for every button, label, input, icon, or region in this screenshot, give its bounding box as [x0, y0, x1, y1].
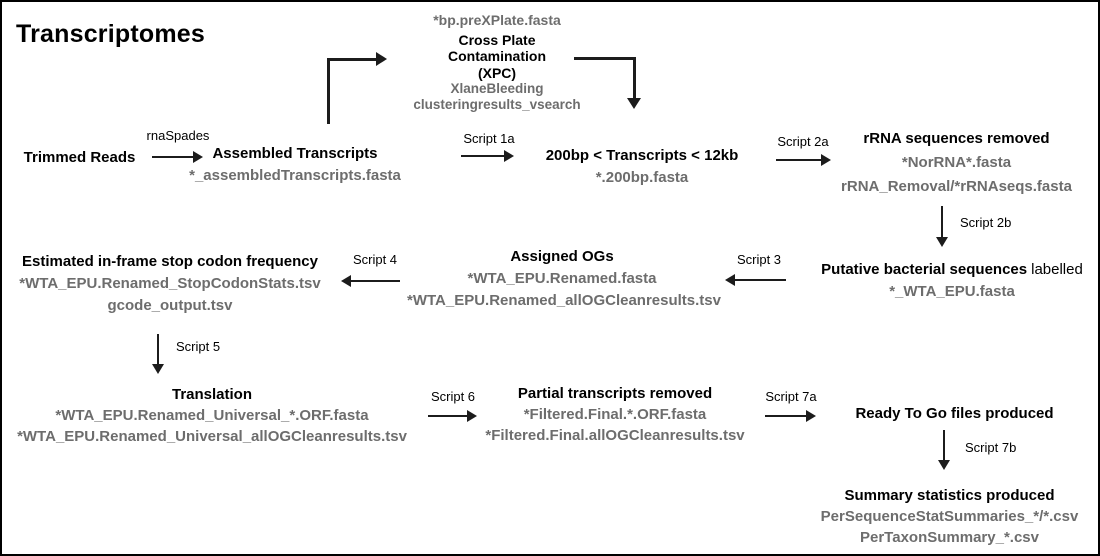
arrow-script-1a	[461, 150, 514, 162]
arrow-rnaspades	[152, 151, 203, 163]
node-ready-to-go: Ready To Go files produced	[855, 405, 1054, 422]
xpc-title-line1: Cross Plate	[458, 31, 536, 48]
arrow-label-script-7a: Script 7a	[765, 389, 817, 404]
page-title: Transcriptomes	[16, 20, 205, 48]
node-assembled-transcripts: Assembled Transcripts *_assembledTranscr…	[189, 145, 401, 184]
arrow-script-7a	[765, 410, 816, 422]
arrow-script-3	[725, 274, 786, 286]
bacterial-title-regular: labelled	[1031, 261, 1083, 278]
arrow-label-script-4: Script 4	[352, 252, 398, 267]
arrow-label-rnaspades: rnaSpades	[146, 128, 210, 143]
elbow-arrow-from-xpc-horizontal	[574, 57, 636, 60]
xpc-title-line3: (XPC)	[477, 64, 517, 81]
arrow-label-script-5: Script 5	[176, 339, 221, 354]
node-size-filtered: 200bp < Transcripts < 12kb *.200bp.fasta	[545, 147, 739, 186]
arrow-label-script-2a: Script 2a	[777, 134, 829, 149]
elbow-arrow-to-xpc-vertical	[327, 58, 330, 124]
arrow-label-script-1a: Script 1a	[463, 131, 515, 146]
node-trimmed-reads: Trimmed Reads	[23, 149, 136, 166]
arrow-script-7b	[938, 430, 950, 470]
xpc-output-file-2: clusteringresults_vsearch	[413, 96, 581, 112]
node-summary-stats: Summary statistics produced PerSequenceS…	[820, 487, 1079, 546]
node-translation: Translation *WTA_EPU.Renamed_Universal_*…	[17, 386, 407, 445]
node-cross-plate-contamination: *bp.preXPlate.fasta Cross Plate Contamin…	[352, 12, 642, 113]
node-stop-codon: Estimated in-frame stop codon frequency …	[19, 253, 321, 314]
arrow-script-4	[341, 275, 400, 287]
arrow-label-script-6: Script 6	[430, 389, 476, 404]
elbow-arrow-from-xpc	[627, 57, 641, 109]
arrow-script-6	[428, 410, 477, 422]
xpc-output-file-1: XlaneBleeding	[450, 81, 544, 97]
xpc-input-file: *bp.preXPlate.fasta	[433, 12, 561, 28]
arrow-script-2b	[936, 206, 948, 247]
node-assigned-ogs: Assigned OGs *WTA_EPU.Renamed.fasta *WTA…	[407, 248, 721, 309]
arrow-label-script-2b: Script 2b	[960, 215, 1012, 230]
node-partial-removed: Partial transcripts removed *Filtered.Fi…	[485, 385, 745, 444]
node-rrna-removed: rRNA sequences removed *NorRNA*.fasta rR…	[841, 130, 1072, 195]
arrow-script-5	[152, 334, 164, 374]
arrow-label-script-7b: Script 7b	[965, 440, 1017, 455]
elbow-arrow-to-xpc	[327, 52, 387, 66]
arrow-label-script-3: Script 3	[736, 252, 782, 267]
arrow-script-2a	[776, 154, 831, 166]
xpc-title-line2: Contamination	[448, 48, 546, 65]
bacterial-title-bold: Putative bacterial sequences	[821, 261, 1028, 278]
